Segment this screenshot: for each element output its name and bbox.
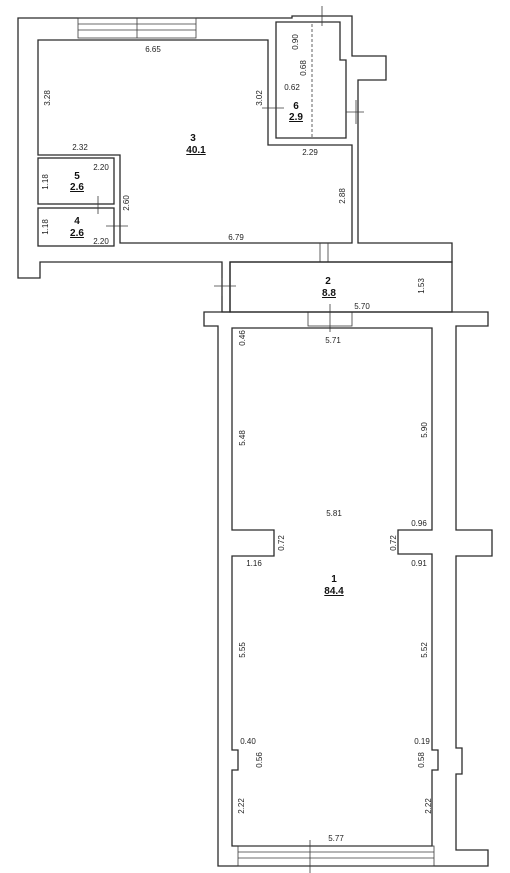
dim-r1-left-upper: 5.48 — [238, 430, 247, 446]
room-2-area: 8.8 — [322, 288, 336, 299]
dim-r1-left-bottom: 2.22 — [237, 798, 246, 814]
dim-r1-left-notch: 0.72 — [277, 535, 286, 551]
dim-r1-right-upper: 5.90 — [420, 422, 429, 438]
dim-r1-top: 5.71 — [325, 336, 341, 345]
dim-r45-right: 2.60 — [122, 195, 131, 211]
dim-r1-right-small: 0.19 — [414, 737, 430, 746]
dim-r1-right-offset: 0.91 — [411, 559, 427, 568]
dim-r1-mid: 5.81 — [326, 509, 342, 518]
dim-r1-left-offset: 1.16 — [246, 559, 262, 568]
dim-r3-right: 2.88 — [338, 188, 347, 204]
dim-r3-top: 6.65 — [145, 45, 161, 54]
dim-r3-cut: 2.29 — [302, 148, 318, 157]
dim-r1-left-small: 0.40 — [240, 737, 256, 746]
dim-r2-bottom: 5.70 — [354, 302, 370, 311]
dim-r1-right-notch: 0.72 — [389, 535, 398, 551]
dim-r1-ne: 0.96 — [411, 519, 427, 528]
dim-r5-side: 1.18 — [41, 174, 50, 190]
dim-r6-c: 0.62 — [284, 83, 300, 92]
dim-r1-bottom: 5.77 — [328, 834, 344, 843]
room-5-area: 2.6 — [70, 182, 84, 193]
room-3-area: 40.1 — [186, 145, 206, 156]
dim-r6-a: 0.90 — [291, 34, 300, 50]
dim-r4-side: 1.18 — [41, 219, 50, 235]
room-2-number: 2 — [325, 276, 331, 287]
room-6-area: 2.9 — [289, 112, 303, 123]
dim-r1-right-bottom: 2.22 — [424, 798, 433, 814]
dim-r2-right: 1.53 — [417, 278, 426, 294]
dim-r5-top: 2.20 — [93, 163, 109, 172]
dim-r1-right-tiny: 0.58 — [417, 752, 426, 768]
dim-r1-nw: 0.46 — [238, 330, 247, 346]
dim-r3-inner: 2.32 — [72, 143, 88, 152]
dim-r3-mid: 3.02 — [255, 90, 264, 106]
room-1-number: 1 — [331, 574, 337, 585]
dim-r1-left-lower: 5.55 — [238, 642, 247, 658]
dim-r3-bottom: 6.79 — [228, 233, 244, 242]
upper-block-walls — [17, 6, 453, 313]
dim-r1-left-tiny: 0.56 — [255, 752, 264, 768]
room-1-area: 84.4 — [324, 586, 344, 597]
dim-r4-bottom: 2.20 — [93, 237, 109, 246]
dim-r6-b: 0.68 — [299, 60, 308, 76]
main-hall-walls — [203, 311, 493, 873]
room-5-number: 5 — [74, 171, 80, 182]
room-4-number: 4 — [74, 216, 80, 227]
dim-r1-right-lower: 5.52 — [420, 642, 429, 658]
room-3-number: 3 — [190, 133, 196, 144]
room-6-number: 6 — [293, 101, 299, 112]
room-4-area: 2.6 — [70, 228, 84, 239]
dim-r3-left: 3.28 — [43, 90, 52, 106]
